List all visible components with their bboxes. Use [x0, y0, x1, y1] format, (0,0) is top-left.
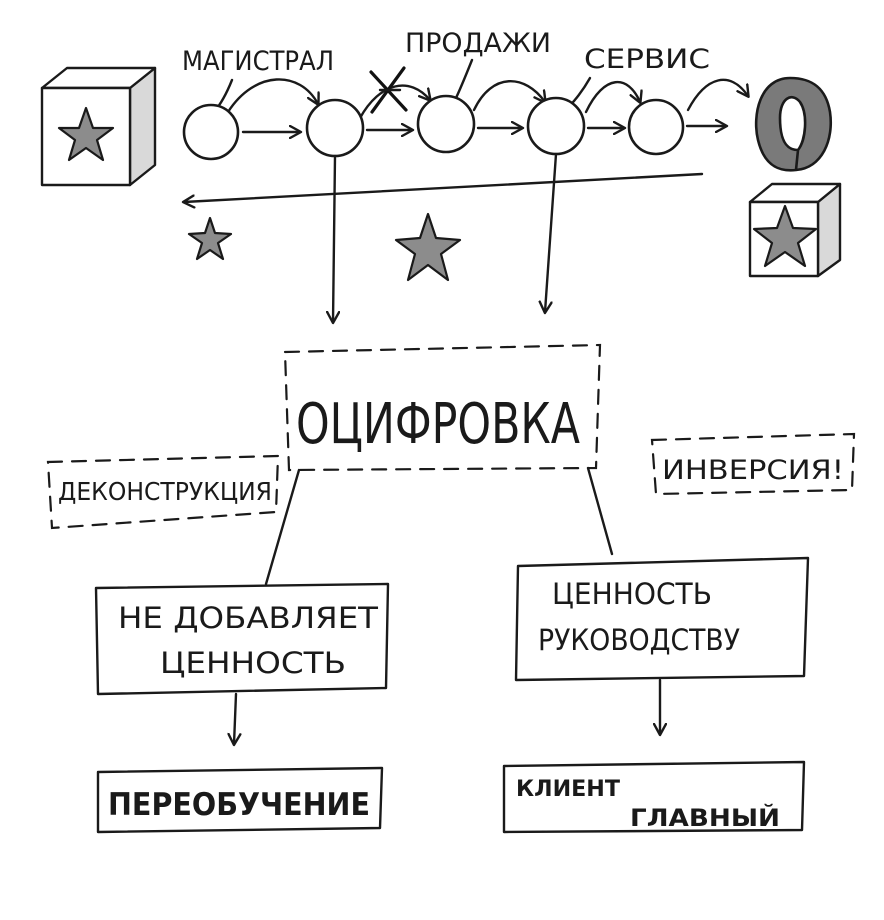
right-result-line2: ГЛАВНЫЙ [630, 803, 780, 832]
left-box-line1: НЕ ДОБАВЛЯЕТ [118, 601, 378, 635]
left-result-label: ПЕРЕОБУЧЕНИЕ [108, 787, 370, 823]
left-tag-label: ДЕКОНСТРУКЦИЯ [58, 477, 272, 506]
feedback-return-arrow [184, 172, 704, 202]
target-cube-icon [748, 182, 842, 278]
right-box-line2: РУКОВОДСТВУ [538, 623, 740, 657]
stream-label-service: СЕРВИС [584, 44, 710, 75]
label-leader [453, 58, 474, 102]
right-tag-frame [650, 432, 856, 496]
stream-node [182, 103, 240, 161]
flow-arc-arrow [584, 81, 640, 114]
stream-label-main: МАГИСТРАЛ [182, 46, 334, 77]
source-cube-icon [40, 66, 157, 187]
connector-line [586, 466, 614, 556]
flow-arc-arrow [358, 84, 430, 120]
stream-node [627, 98, 685, 156]
right-tag-label: ИНВЕРСИЯ! [662, 455, 844, 486]
left-outcome-box [94, 582, 390, 696]
down-arrow [545, 152, 558, 312]
right-outcome-box [514, 556, 810, 682]
left-tag-frame [46, 454, 280, 530]
down-arrow [333, 154, 335, 322]
left-box-line2: ЦЕННОСТЬ [160, 646, 346, 680]
left-result-box [96, 766, 384, 834]
right-result-box [502, 760, 806, 834]
flow-arc-arrow [472, 80, 545, 112]
stream-label-sales: ПРОДАЖИ [405, 28, 551, 59]
central-node-label: ОЦИФРОВКА [296, 392, 580, 457]
flow-arc-arrow [226, 78, 318, 114]
blocked-x-icon [369, 66, 408, 114]
flow-arc-arrow [686, 78, 748, 112]
stream-node [416, 94, 476, 154]
star-icon [752, 204, 818, 268]
connector-line [264, 468, 301, 586]
right-result-line1: КЛИЕНТ [516, 777, 620, 802]
small-star-icon [187, 216, 233, 261]
star-icon [57, 106, 115, 162]
stream-node [305, 98, 365, 158]
right-box-line1: ЦЕННОСТЬ [552, 577, 712, 611]
result-arrow [234, 692, 236, 744]
customer-horseshoe-icon [754, 76, 833, 172]
central-dashed-frame [283, 343, 602, 472]
stream-node [526, 96, 586, 156]
large-star-icon [394, 212, 462, 282]
